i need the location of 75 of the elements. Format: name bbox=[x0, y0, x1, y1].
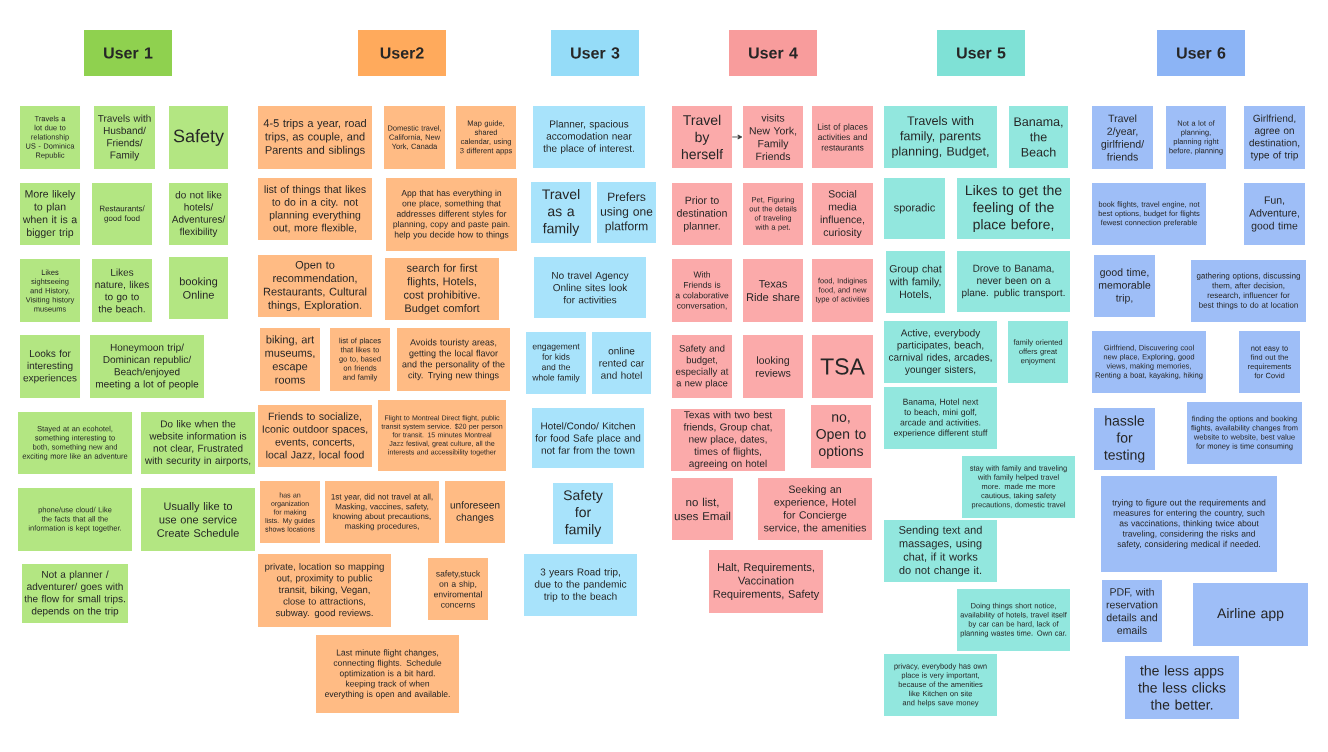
column-header: User 5 bbox=[937, 30, 1025, 76]
sticky-note: private, location so mapping out, proximity to public transit, biking, Vegan, close to attractions, subway. good reviews. bbox=[258, 554, 391, 627]
sticky-note: Safety and budget, especially at a new place bbox=[672, 335, 732, 398]
sticky-note: PDF, with reservation details and emails bbox=[1102, 580, 1162, 642]
arrow bbox=[731, 134, 743, 140]
sticky-note: engagement for kids and the whole family bbox=[526, 332, 586, 394]
sticky-note: visits New York, Family Friends bbox=[743, 106, 803, 168]
sticky-note: More likely to plan when it is a bigger trip bbox=[20, 183, 80, 245]
sticky-note: Not a planner /adventurer/ goes with the flow for small trips. depends on the trip bbox=[22, 564, 128, 623]
sticky-note: gathering options, discussing them, after decision, research, influencer for best things to do at location bbox=[1191, 260, 1306, 322]
sticky-note: Banama, the Beach bbox=[1009, 106, 1068, 168]
sticky-note: Group chat with family, Hotels, bbox=[886, 251, 945, 313]
sticky-note: Travel by herself bbox=[672, 106, 732, 168]
sticky-note: Looks for interesting experiences bbox=[20, 335, 80, 398]
sticky-note: Texas with two best friends, Group chat, new place, dates, times of flights, agreeing on hotel bbox=[671, 409, 785, 471]
sticky-note: online rented car and hotel bbox=[592, 332, 651, 394]
sticky-note: List of places activities and restaurants bbox=[812, 106, 873, 168]
sticky-note: Last minute flight changes, connecting flights. Schedule optimization is a bit hard. keeping track of when everything is open and available. bbox=[316, 635, 459, 713]
sticky-note: trying to figure out the requirements and measures for entering the country, such as vaccinations, thinking twice about traveling, considering the risks and safety, considering medical if needed. bbox=[1101, 476, 1277, 572]
sticky-note: 4-5 trips a year, road trips, as couple, and Parents and siblings bbox=[258, 106, 372, 169]
sticky-note: Prefers using one platform bbox=[597, 182, 656, 243]
sticky-note: Safety for family bbox=[553, 483, 613, 544]
sticky-note: looking reviews bbox=[743, 335, 803, 398]
sticky-note: Travels with family, parents planning, Budget, bbox=[884, 106, 997, 168]
sticky-note: Travel as a family bbox=[531, 182, 591, 243]
sticky-note: Restaurants/ good food bbox=[92, 183, 152, 245]
sticky-note: unforeseen changes bbox=[445, 481, 505, 543]
sticky-note: Sending text and massages, using chat, if it works do not change it. bbox=[884, 520, 997, 582]
sticky-note: Banama, Hotel next to beach, mini golf, arcade and activities. experience different stuff bbox=[884, 387, 997, 449]
column-header: User2 bbox=[358, 30, 446, 76]
sticky-note: TSA bbox=[812, 335, 873, 398]
sticky-note: Travel 2/year, girlfriend/friends bbox=[1092, 106, 1153, 169]
sticky-note: do not like hotels/ Adventures/ flexibility bbox=[169, 183, 228, 245]
sticky-note: No travel Agency Online sites look for activities bbox=[534, 257, 646, 318]
sticky-note: With Friends is a colaborative conversation, bbox=[672, 259, 732, 322]
sticky-note: Avoids touristy areas, getting the local flavor and the personality of the city. Trying new things bbox=[397, 328, 510, 391]
sticky-note: no, Open to options bbox=[811, 405, 871, 468]
sticky-note: Likes nature, likes to go to the beach. bbox=[92, 259, 152, 322]
sticky-note: Drove to Banama, never been on a plane. public transport. bbox=[957, 251, 1070, 312]
sticky-note: list of things that likes to do in a city. not planning everything out, more flexible, bbox=[258, 178, 372, 240]
column-header: User 6 bbox=[1157, 30, 1245, 76]
sticky-note: Prior to destination planner. bbox=[672, 183, 732, 245]
sticky-note: Usually like to use one service Create Schedule bbox=[141, 488, 255, 551]
column-header: User 3 bbox=[551, 30, 639, 76]
sticky-note: good time, memorable trip, bbox=[1094, 255, 1155, 317]
sticky-note: App that has everything in one place, something that addresses different styles for planning, copy and paste pain. help you decide how to things bbox=[386, 178, 517, 251]
sticky-note: Friends to socialize, Iconic outdoor spaces, events, concerts, local Jazz, local food bbox=[258, 405, 372, 467]
sticky-note: Social media influence, curiosity bbox=[812, 183, 873, 245]
sticky-note: Texas Ride share bbox=[743, 259, 803, 322]
sticky-note: Open to recommendation, Restaurants, Cultural things, Exploration. bbox=[258, 255, 372, 317]
sticky-note: Planner, spacious accomodation near the place of interest. bbox=[533, 106, 645, 168]
sticky-note: biking, art museums, escape rooms bbox=[260, 328, 320, 391]
sticky-note: 1st year, did not travel at all, Masking, vaccines, safety, knowing about precautions, masking procedures, bbox=[325, 481, 439, 543]
column-header: User 4 bbox=[729, 30, 817, 76]
sticky-note: the less apps the less clicks the better. bbox=[1125, 656, 1239, 719]
sticky-note: no list, uses Email bbox=[672, 478, 733, 540]
sticky-note: booking Online bbox=[169, 257, 228, 319]
sticky-note: hassle for testing bbox=[1094, 408, 1155, 470]
sticky-note: Seeking an experience, Hotel for Concierge service, the amenities bbox=[758, 478, 872, 540]
sticky-note: Do like when the website information is not clear, Frustrated with security in airports, bbox=[141, 412, 255, 474]
sticky-note: Girlfriend, agree on destination, type of trip bbox=[1244, 106, 1305, 169]
sticky-note: safety,stuck on a ship, enviromental concerns bbox=[428, 558, 488, 620]
sticky-note: Fun, Adventure, good time bbox=[1244, 183, 1305, 245]
sticky-note: search for first flights, Hotels, cost prohibitive. Budget comfort bbox=[385, 258, 499, 320]
sticky-note: Honeymoon trip/Dominican republic/Beach/enjoyed meeting a lot of people bbox=[90, 335, 204, 398]
sticky-note: Hotel/Condo/ Kitchen for food Safe place and not far from the town bbox=[532, 408, 644, 468]
sticky-note: Halt, Requirements, Vaccination Requirements, Safety bbox=[709, 550, 823, 613]
sticky-note: Airline app bbox=[1193, 583, 1308, 646]
sticky-note: Active, everybody participates, beach, carnival rides, arcades, younger sisters, bbox=[884, 321, 997, 383]
sticky-note: Safety bbox=[169, 106, 228, 169]
sticky-note: sporadic bbox=[884, 178, 945, 239]
column-header: User 1 bbox=[84, 30, 172, 76]
sticky-note: Likes to get the feeling of the place before, bbox=[957, 178, 1070, 239]
sticky-note: Travels with Husband/Friends/Family bbox=[94, 106, 155, 169]
sticky-note: 3 years Road trip, due to the pandemic trip to the beach bbox=[524, 554, 637, 616]
